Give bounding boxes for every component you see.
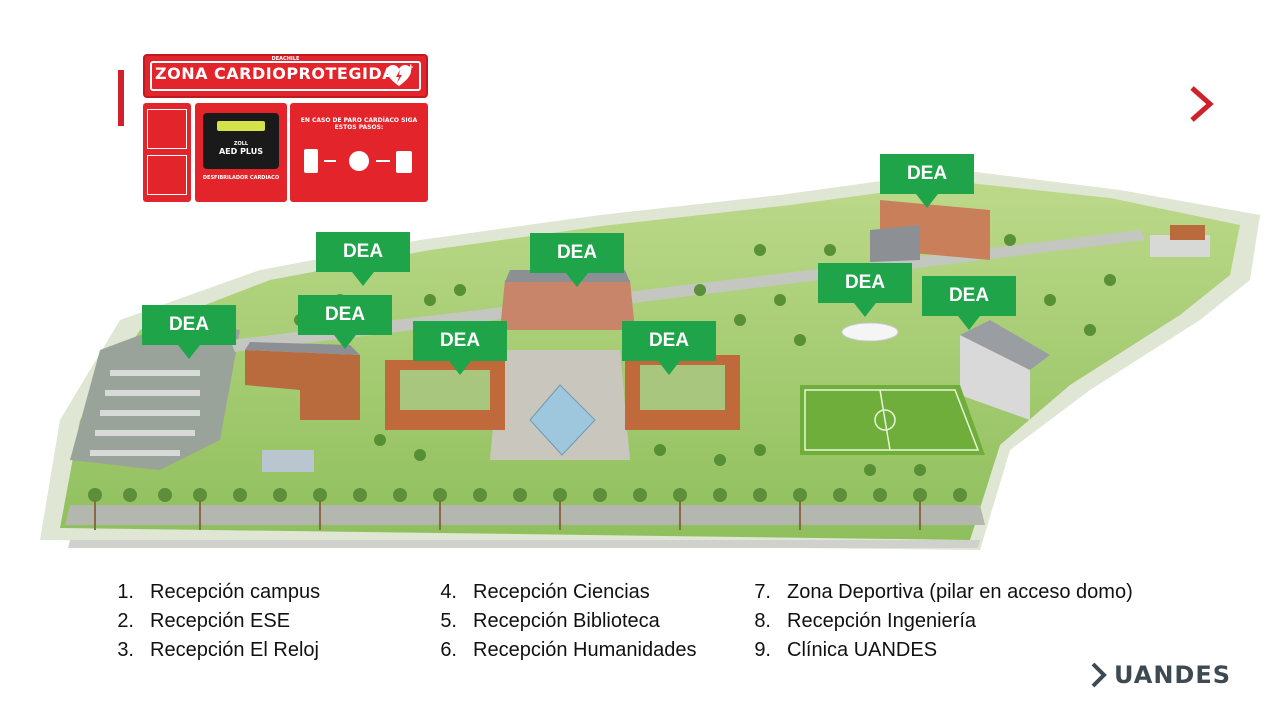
legend-number: 6. <box>440 639 457 661</box>
legend-number: 4. <box>440 581 457 603</box>
dea-marker[interactable]: DEA <box>530 233 624 288</box>
dea-marker[interactable]: DEA <box>818 263 912 318</box>
dea-marker-label: DEA <box>142 305 236 345</box>
dea-marker[interactable]: DEA <box>316 232 410 287</box>
dea-marker-label: DEA <box>818 263 912 303</box>
legend-number: 9. <box>754 639 771 661</box>
dea-marker[interactable]: DEA <box>622 321 716 376</box>
legend-label: Zona Deportiva (pilar en acceso domo) <box>787 581 1133 603</box>
dea-marker-label: DEA <box>298 295 392 335</box>
sign-title: ZONA CARDIOPROTEGIDA <box>155 64 396 83</box>
sign-header: DEACHILE ZONA CARDIOPROTEGIDA + <box>143 54 428 98</box>
legend-label: Recepción Ciencias <box>473 581 650 603</box>
legend-number: 2. <box>117 610 134 632</box>
chevron-right-icon[interactable] <box>1184 84 1220 124</box>
legend-label: Recepción ESE <box>150 610 291 632</box>
legend-item: 7. Zona Deportiva (pilar en acceso domo) <box>735 578 1133 607</box>
legend-label: Recepción campus <box>150 581 321 603</box>
device-brand: ZOLL <box>233 141 249 147</box>
sign-brand: DEACHILE <box>271 56 300 62</box>
legend-item: 3. Recepción El Reloj <box>98 636 320 665</box>
legend-number: 3. <box>117 639 134 661</box>
instruction-steps-icon <box>304 149 412 173</box>
heart-lightning-icon: + <box>387 63 413 86</box>
legend-label: Recepción Humanidades <box>473 639 697 661</box>
legend-number: 5. <box>440 610 457 632</box>
uandes-logo: UANDES <box>1090 658 1231 692</box>
logo-text: UANDES <box>1114 661 1232 689</box>
svg-text:+: + <box>407 63 413 73</box>
legend-column-2: 4. Recepción Ciencias 5. Recepción Bibliot… <box>421 578 696 665</box>
sign-device-panel: ZOLL AED PLUS DESFIBRILADOR CARDIACO <box>195 103 287 202</box>
dea-marker-label: DEA <box>622 321 716 361</box>
dea-marker[interactable]: DEA <box>880 154 974 209</box>
dea-marker[interactable]: DEA <box>298 295 392 350</box>
legend-label: Clínica UANDES <box>787 639 938 661</box>
dea-marker-label: DEA <box>316 232 410 272</box>
dea-marker[interactable]: DEA <box>922 276 1016 331</box>
legend-label: Recepción El Reloj <box>150 639 319 661</box>
logo-chevron-icon <box>1091 662 1107 688</box>
legend-item: 6. Recepción Humanidades <box>421 636 696 665</box>
legend-number: 8. <box>754 610 771 632</box>
legend-item: 2. Recepción ESE <box>98 607 320 636</box>
sign-instructions-panel: EN CASO DE PARO CARDÍACO SIGA ESTOS PASO… <box>290 103 428 202</box>
accent-bar <box>118 70 124 126</box>
aed-device-image: ZOLL AED PLUS <box>203 113 279 169</box>
dea-marker-label: DEA <box>413 321 507 361</box>
device-caption: DESFIBRILADOR CARDIACO <box>202 175 280 181</box>
cardioprotected-zone-sign: DEACHILE ZONA CARDIOPROTEGIDA + ZOLL AED… <box>143 54 428 202</box>
legend-item: 9. Clínica UANDES <box>735 636 1133 665</box>
legend-label: Recepción Biblioteca <box>473 610 660 632</box>
dea-marker-label: DEA <box>530 233 624 273</box>
legend-number: 1. <box>117 581 134 603</box>
instructions-title: EN CASO DE PARO CARDÍACO SIGA ESTOS PASO… <box>300 117 418 131</box>
dea-marker-label: DEA <box>922 276 1016 316</box>
legend-number: 7. <box>754 581 771 603</box>
dea-marker[interactable]: DEA <box>142 305 236 360</box>
legend-label: Recepción Ingeniería <box>787 610 977 632</box>
sign-left-panel <box>143 103 191 202</box>
dea-marker-label: DEA <box>880 154 974 194</box>
legend-item: 5. Recepción Biblioteca <box>421 607 696 636</box>
legend-item: 4. Recepción Ciencias <box>421 578 696 607</box>
legend-column-3: 7.Zona Deportiva (pilar en acceso domo) … <box>735 578 1133 665</box>
dea-marker[interactable]: DEA <box>413 321 507 376</box>
legend-item: 1. Recepción campus <box>98 578 320 607</box>
legend-item: 8. Recepción Ingeniería <box>735 607 1133 636</box>
device-name: AED PLUS <box>218 147 263 156</box>
legend-column-1: 1. Recepción campus 2. Recepción ESE 3. Rec… <box>98 578 320 665</box>
